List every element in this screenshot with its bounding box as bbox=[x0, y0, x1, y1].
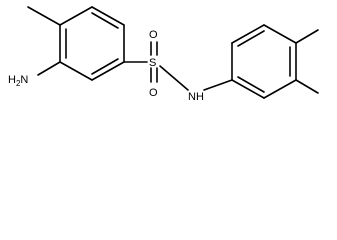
bond-ring2-e bbox=[263, 79, 297, 99]
bond-ring1-e bbox=[59, 61, 93, 81]
sulfur-label: S bbox=[149, 57, 156, 69]
bond-ring2-inner-top bbox=[237, 30, 265, 47]
bond-ring1-a bbox=[59, 6, 93, 26]
bond-amino bbox=[37, 61, 61, 76]
amide-nh-label: NH bbox=[188, 91, 204, 103]
bond-methyl-right-top bbox=[295, 29, 319, 44]
bond-sulfur-nh bbox=[159, 65, 189, 91]
bond-ring1-b bbox=[91, 6, 125, 26]
bond-ring2-c bbox=[263, 24, 297, 44]
bond-ring1-inner-top bbox=[91, 12, 119, 29]
right-benzene-ring bbox=[231, 24, 297, 99]
bond-ring1-inner-bottom bbox=[91, 58, 119, 75]
bond-nh-ring bbox=[203, 79, 233, 91]
sulfonyl-oxygen-top-label: O bbox=[149, 29, 158, 41]
bond-ring2-b bbox=[231, 24, 265, 44]
sulfonyl-oxygen-bottom-label: O bbox=[149, 87, 158, 99]
bond-ring2-inner-bottom bbox=[237, 76, 265, 93]
bond-ring1-d bbox=[91, 61, 125, 81]
bond-ring2-f bbox=[231, 79, 265, 99]
bond-methyl-right-bottom bbox=[295, 79, 319, 94]
amino-label: H2N bbox=[8, 74, 28, 88]
left-benzene-ring bbox=[59, 6, 125, 81]
chemical-structure-diagram: H2N O S O NH bbox=[8, 6, 319, 103]
bond-methyl-left bbox=[27, 6, 61, 26]
